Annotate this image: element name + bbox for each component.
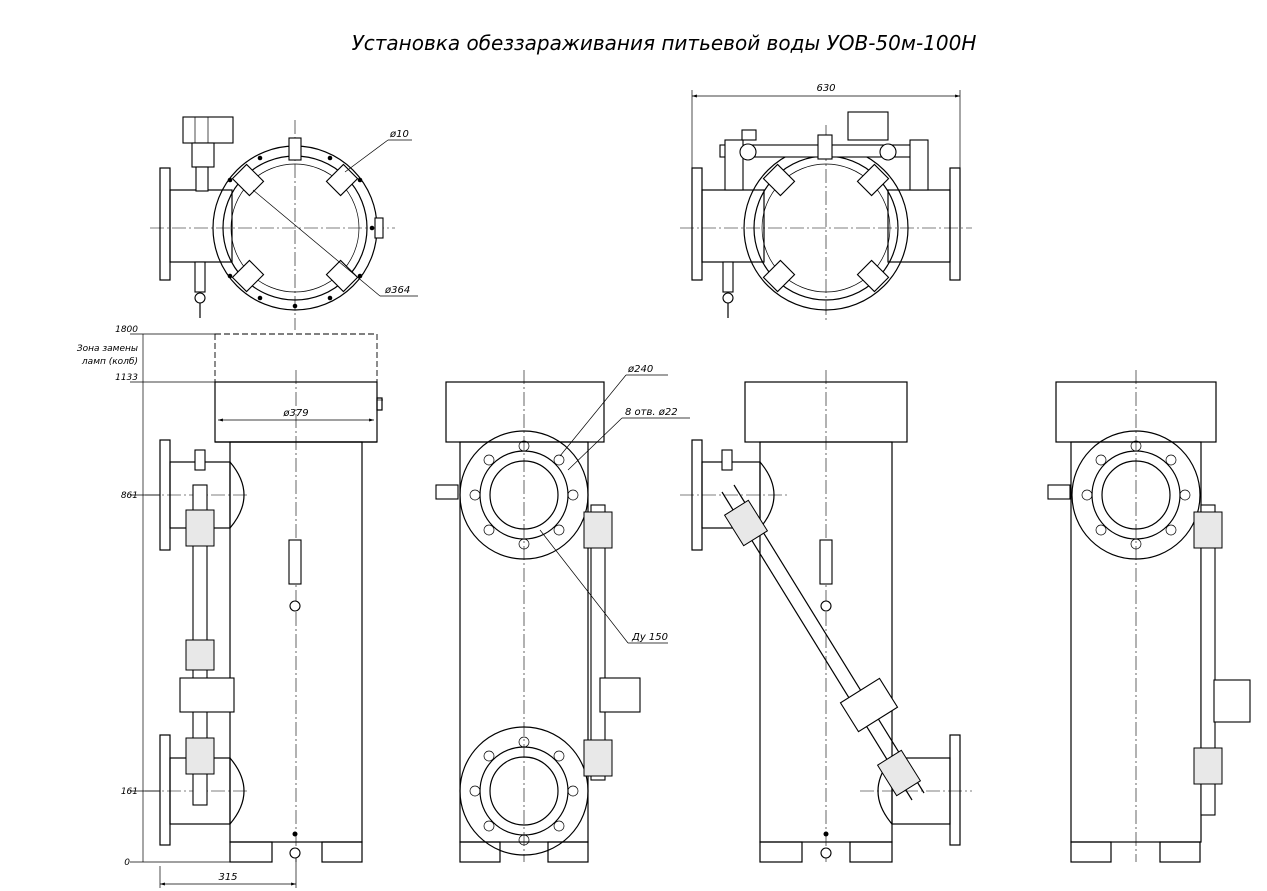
elev-zone-1: Зона замены (77, 344, 138, 354)
elev-0: 0 (124, 858, 130, 868)
drawing-title: Установка обеззараживания питьевой воды … (352, 31, 977, 55)
upper-flange-holes (469, 440, 579, 550)
dim-du150: Ду 150 (631, 632, 668, 643)
dim-phi10: ø10 (389, 129, 409, 140)
elev-861: 861 (121, 491, 138, 501)
dim-phi379: ø379 (282, 408, 308, 419)
dim-holes: 8 отв. ø22 (625, 407, 678, 418)
elev-zone-2: ламп (колб) (81, 357, 138, 367)
elev-1133: 1133 (115, 373, 138, 383)
front-view-1: ø379 (145, 333, 383, 863)
lower-flange-holes (469, 736, 579, 846)
dim-315: 315 (218, 872, 237, 883)
top-view-right: 630 (680, 83, 972, 320)
flange-holes-4 (1081, 440, 1191, 550)
dim-630: 630 (816, 83, 835, 94)
elev-161: 161 (121, 787, 138, 797)
elev-1800: 1800 (115, 325, 138, 335)
top-view-left: ø10 ø364 (150, 116, 418, 330)
front-view-2: ø240 8 отв. ø22 Ду 150 (435, 364, 690, 863)
dim-phi240: ø240 (627, 364, 653, 375)
elevation-scale: 1800 Зона замены ламп (колб) 1133 861 16… (77, 325, 297, 888)
bolt-dots (227, 147, 375, 309)
front-view-4 (1047, 370, 1251, 863)
front-view-3 (680, 370, 972, 863)
dim-phi364: ø364 (384, 285, 410, 296)
